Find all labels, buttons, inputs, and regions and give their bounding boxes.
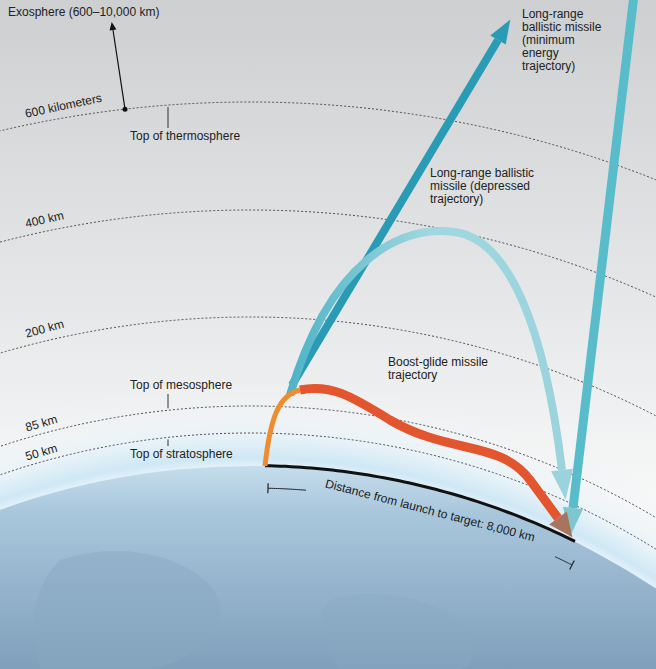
boundary-label: Top of stratosphere [130, 448, 233, 461]
distance-bracket [268, 488, 306, 490]
boundary-label: Top of thermosphere [130, 130, 240, 143]
trajectory-label: Long-range ballistic missile (minimum en… [522, 8, 614, 73]
arrow-head [551, 469, 573, 500]
altitude-line [0, 317, 656, 669]
trajectory-label: Boost-glide missile trajectory [388, 356, 503, 382]
pointer-head [110, 22, 117, 30]
min-energy-ascent [292, 40, 498, 385]
arrow-head [490, 19, 510, 44]
pointer-line [113, 30, 125, 109]
glide-trajectory [300, 388, 558, 518]
leader-line [168, 439, 169, 446]
bracket-tick [570, 561, 575, 570]
layer-name: Exosphere (600–10,000 km) [8, 6, 159, 19]
bracket-tick [267, 483, 268, 493]
distance-bracket [555, 557, 572, 565]
boost-phase [265, 390, 300, 466]
arrow-head [549, 511, 572, 537]
trajectory-label: Long-range ballistic missile (depressed … [430, 167, 560, 206]
min-energy-descent [573, 0, 634, 508]
boundary-label: Top of mesosphere [130, 379, 232, 392]
leader-line [168, 107, 169, 128]
altitude-line [0, 210, 656, 669]
altitude-line [0, 102, 656, 669]
leader-line [168, 394, 169, 408]
